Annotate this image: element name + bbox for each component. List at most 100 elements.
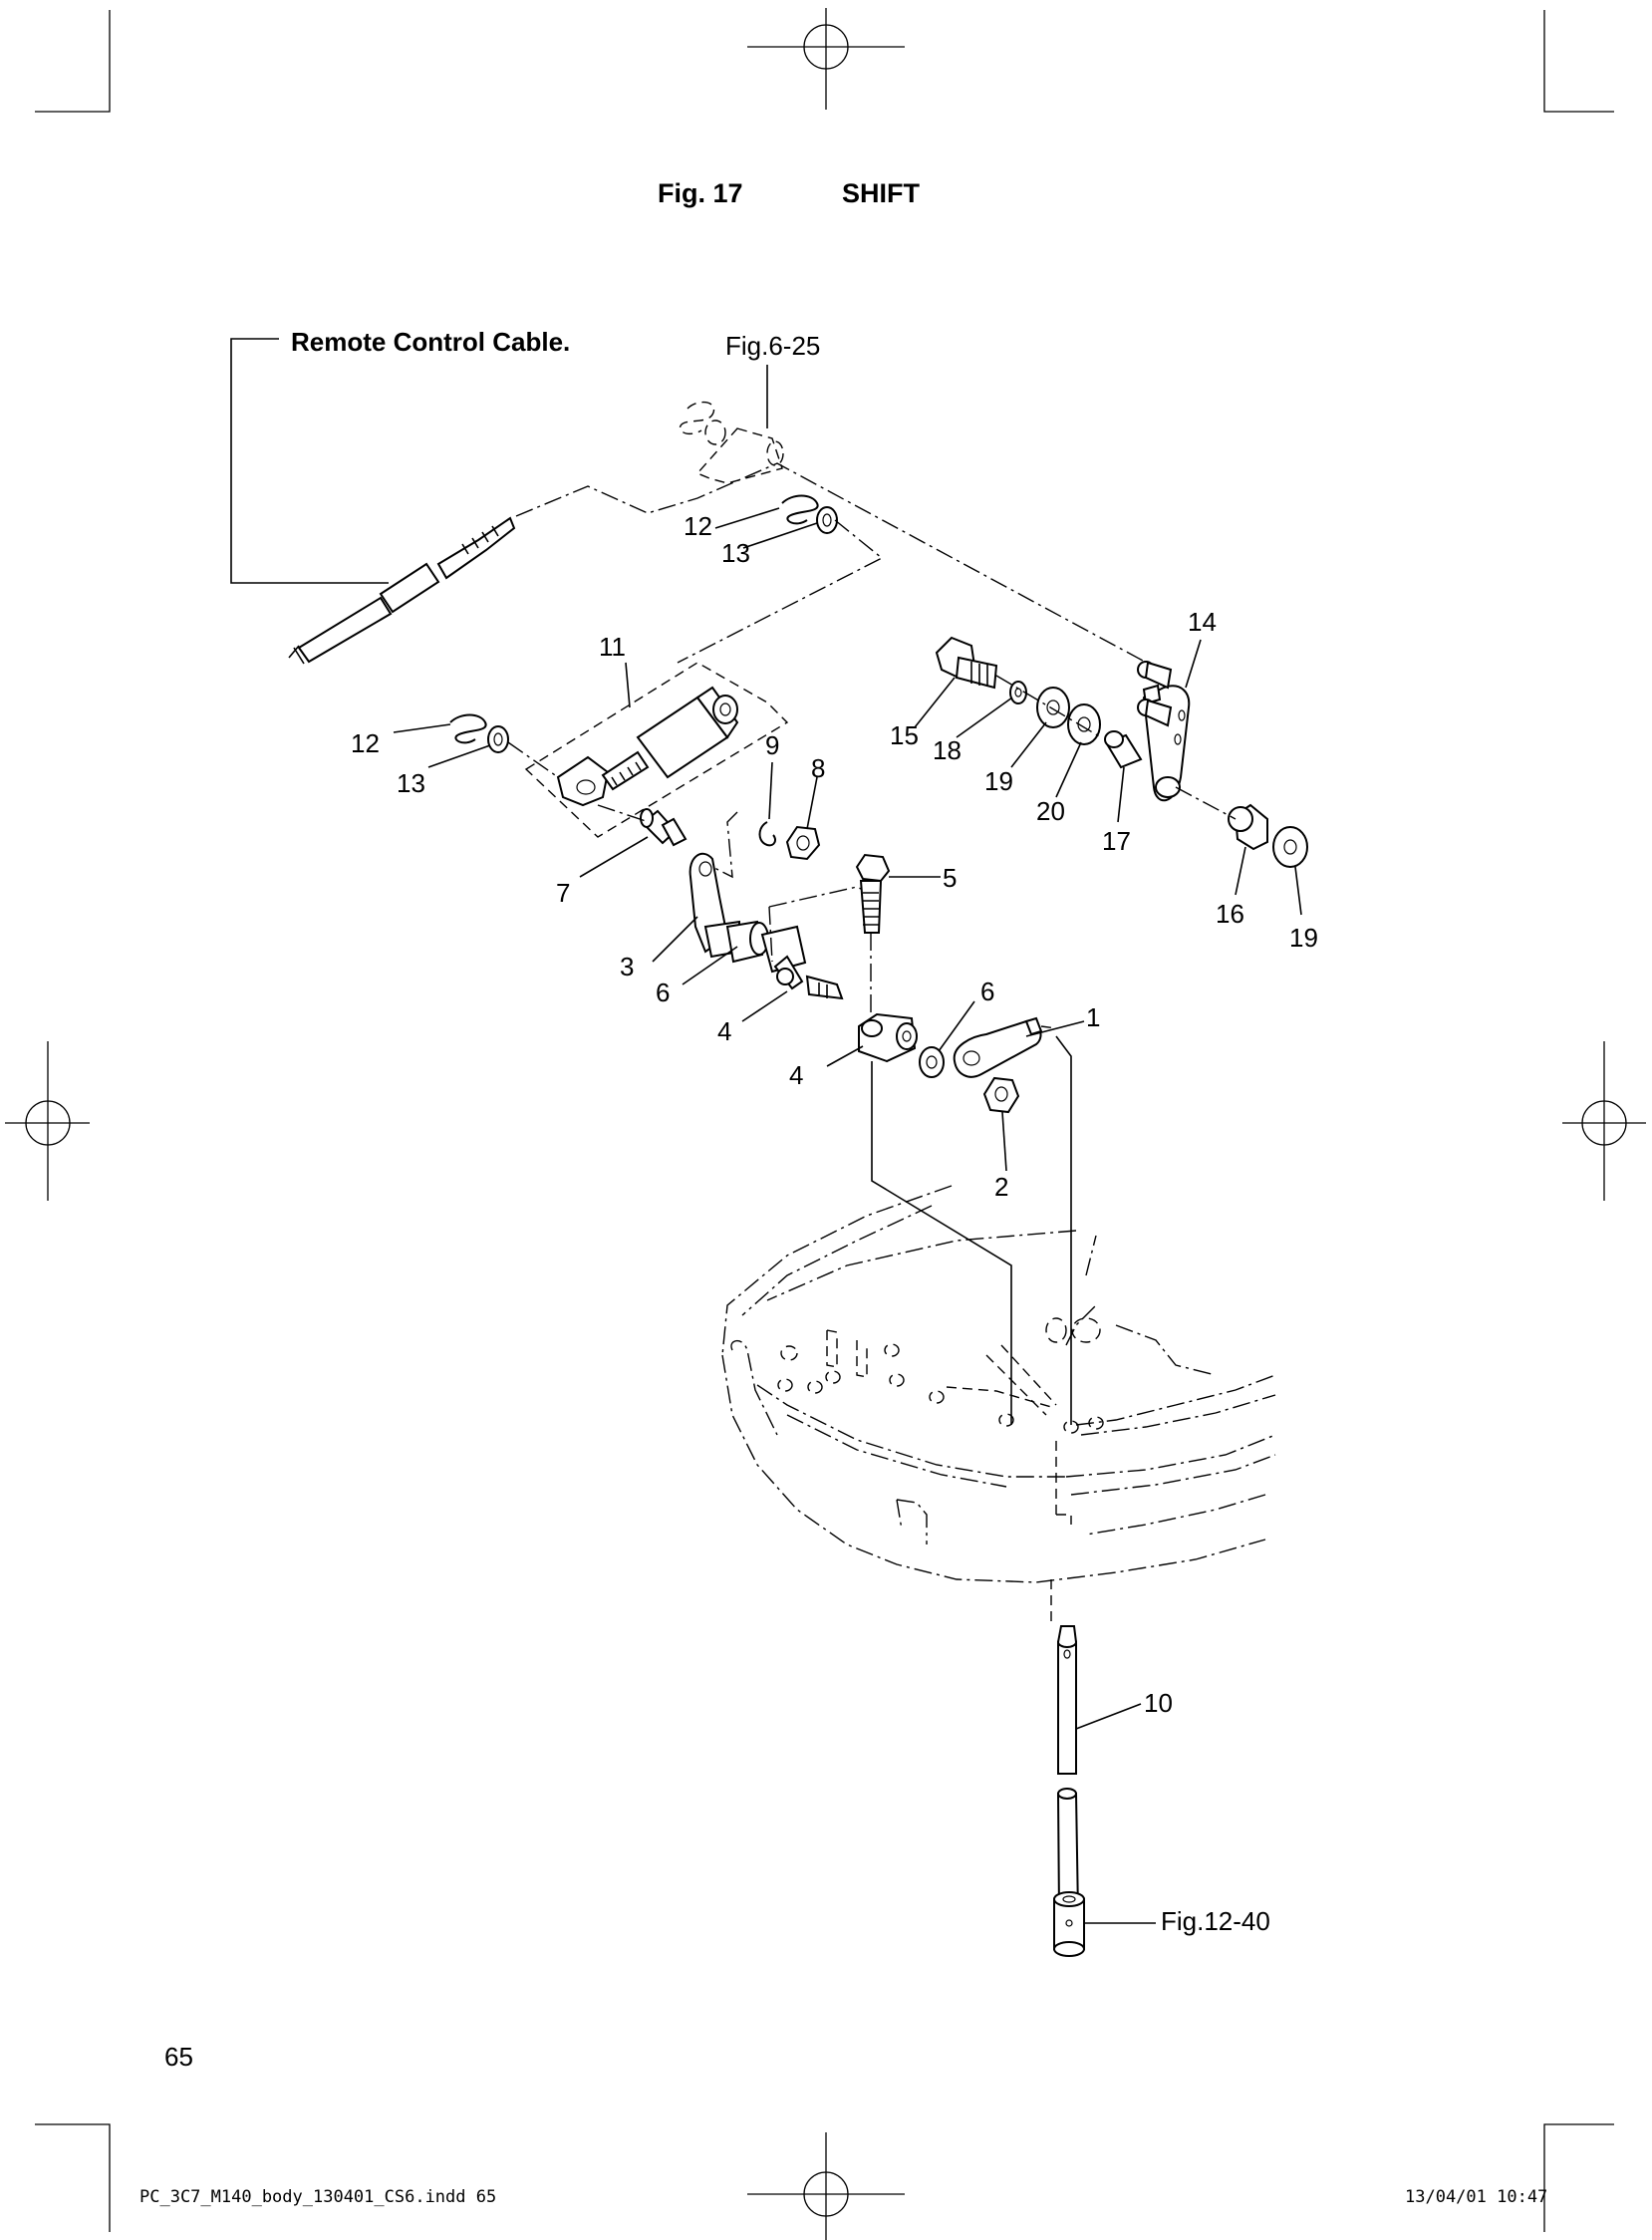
leader-18 bbox=[956, 697, 1013, 738]
figure-number: Fig. 17 bbox=[658, 178, 743, 208]
part-label-16: 16 bbox=[1216, 899, 1244, 929]
coupler-fig12-40 bbox=[1053, 1891, 1085, 1957]
leader-12-lower bbox=[393, 723, 451, 733]
remote-control-cable bbox=[288, 516, 516, 665]
part-label-4: 4 bbox=[717, 1016, 731, 1046]
bolt-axis-alignment bbox=[995, 675, 1102, 738]
part-label-3: 3 bbox=[620, 952, 634, 981]
part-label-19-lower: 19 bbox=[1289, 923, 1318, 953]
footer-file-name: PC_3C7_M140_body_130401_CS6.indd 65 bbox=[139, 2187, 496, 2207]
link-1 bbox=[953, 1016, 1043, 1078]
leader-16 bbox=[1235, 846, 1246, 896]
leader-9 bbox=[768, 761, 773, 820]
part-label-8: 8 bbox=[811, 753, 825, 783]
leader-2 bbox=[1001, 1111, 1007, 1172]
circlip-9 bbox=[758, 821, 776, 847]
part-label-1: 1 bbox=[1086, 1002, 1100, 1032]
part-label-15: 15 bbox=[890, 720, 919, 750]
shift-rod-10 bbox=[1056, 1625, 1080, 1919]
leader-7 bbox=[579, 836, 649, 878]
remote-cable-callout: Remote Control Cable. bbox=[230, 327, 570, 584]
footer-timestamp: 13/04/01 10:47 bbox=[1405, 2187, 1547, 2207]
washer-19-lower bbox=[1272, 826, 1308, 868]
leader-19-lower bbox=[1294, 866, 1302, 916]
remote-cable-label: Remote Control Cable. bbox=[291, 327, 570, 357]
arm-bushing-alignment bbox=[1175, 786, 1237, 820]
leader-17 bbox=[1117, 766, 1125, 823]
leader-4-right bbox=[826, 1045, 864, 1067]
part-label-19: 19 bbox=[984, 766, 1013, 796]
part-label-10: 10 bbox=[1144, 1688, 1173, 1718]
spring-clip-12-lower bbox=[449, 713, 487, 744]
part-label-14: 14 bbox=[1188, 607, 1217, 637]
part-label-6: 6 bbox=[656, 978, 670, 1007]
alignment-line-left bbox=[871, 1061, 1012, 1425]
washer-6-right bbox=[919, 1046, 945, 1078]
joint-4-left bbox=[760, 925, 844, 1000]
part-label-2: 2 bbox=[994, 1172, 1008, 1202]
part-label-4-right: 4 bbox=[789, 1060, 803, 1090]
part-label-18: 18 bbox=[933, 735, 962, 765]
leader-20 bbox=[1055, 741, 1082, 798]
leader-12-upper bbox=[714, 507, 780, 529]
leader-1 bbox=[1025, 1020, 1085, 1037]
assembly-11-boundary bbox=[524, 662, 789, 838]
washer-13-lower bbox=[487, 725, 509, 753]
upper-linkage-ghost bbox=[679, 402, 784, 484]
washer-13-upper bbox=[816, 506, 838, 534]
part-label-12-lower: 12 bbox=[351, 728, 380, 758]
part-label-11: 11 bbox=[599, 632, 626, 662]
registration-mark-top bbox=[747, 8, 905, 110]
pin-7-alignment bbox=[597, 804, 647, 822]
registration-mark-bottom bbox=[747, 2132, 905, 2240]
cable-alignment-line bbox=[515, 462, 1157, 669]
part-label-20: 20 bbox=[1036, 796, 1065, 826]
nut-8 bbox=[785, 825, 821, 861]
leader-4-left bbox=[741, 990, 788, 1022]
page-number: 65 bbox=[164, 2042, 193, 2072]
leader-14 bbox=[1185, 639, 1202, 689]
figure-title: SHIFT bbox=[842, 178, 921, 208]
nut-2 bbox=[982, 1076, 1020, 1114]
leader-8 bbox=[806, 776, 818, 830]
leader-13-lower bbox=[427, 744, 491, 768]
part-label-5: 5 bbox=[943, 863, 957, 893]
part-label-7: 7 bbox=[556, 878, 570, 908]
fig-ref-6-25: Fig.6-25 bbox=[725, 331, 820, 361]
link-1-pin bbox=[1040, 1025, 1057, 1029]
washer-13-lower-alignment bbox=[507, 741, 559, 778]
leader-11 bbox=[625, 662, 631, 708]
part-label-13: 13 bbox=[721, 538, 750, 568]
shift-arm-14 bbox=[1137, 661, 1191, 802]
leader-13-upper bbox=[742, 522, 818, 549]
fig-ref-12-40: Fig.12-40 bbox=[1161, 1906, 1270, 1936]
leader-10 bbox=[1075, 1703, 1142, 1730]
spring-clip-12-upper bbox=[781, 494, 819, 525]
washer-19-upper bbox=[1036, 687, 1070, 728]
bushing-16 bbox=[1228, 803, 1268, 851]
washer-20 bbox=[1067, 703, 1101, 745]
bottom-cowling-phantom bbox=[721, 1185, 1276, 1583]
leader-3 bbox=[652, 916, 698, 963]
registration-mark-right bbox=[1562, 1041, 1646, 1201]
leader-6-left bbox=[682, 946, 738, 985]
leader-15 bbox=[914, 677, 956, 728]
washer-6-left bbox=[725, 920, 769, 964]
crop-marks bbox=[35, 10, 1614, 2232]
leader-6-right bbox=[938, 1000, 975, 1052]
bolt-5 bbox=[855, 853, 891, 934]
bolt-15 bbox=[935, 636, 998, 690]
part-label-9: 9 bbox=[765, 730, 779, 760]
alignment-line-right bbox=[1055, 1035, 1072, 1425]
part-label-12: 12 bbox=[684, 511, 712, 541]
washer-alignment-line bbox=[677, 519, 884, 664]
part-label-17: 17 bbox=[1102, 826, 1131, 856]
pin-7 bbox=[640, 808, 688, 847]
leader-19-upper bbox=[1010, 721, 1047, 768]
joint-4-right bbox=[858, 1012, 918, 1063]
rod-assembly-11 bbox=[556, 686, 739, 807]
registration-mark-left bbox=[5, 1041, 90, 1201]
lever-alignment bbox=[711, 811, 738, 879]
